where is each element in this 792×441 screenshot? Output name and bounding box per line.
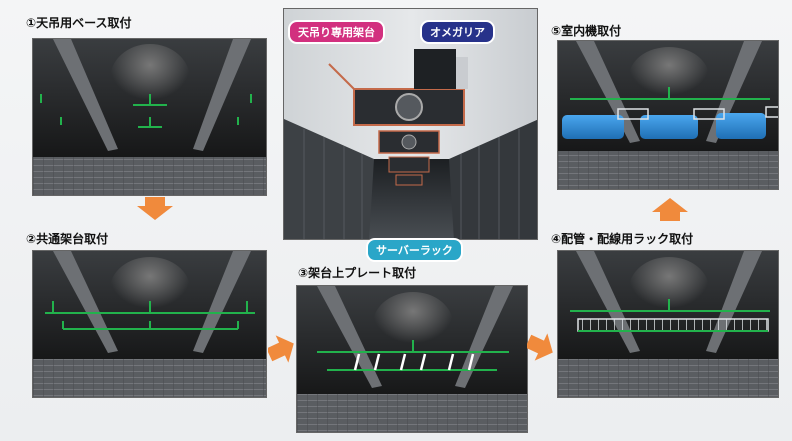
rack-row-right — [449, 119, 537, 239]
cable-rack — [577, 318, 769, 332]
callout-ceiling-frame: 天吊り専用架台 — [288, 20, 385, 44]
step-4-panel — [557, 250, 779, 398]
step-2-panel — [32, 250, 267, 398]
frame — [570, 299, 770, 312]
step-2-label: ②共通架台取付 — [26, 232, 109, 246]
step-3-panel — [296, 285, 528, 433]
callout-omega: オメガリア — [420, 20, 495, 44]
common-frame — [45, 301, 255, 330]
step-5-label: ⑤室内機取付 — [551, 24, 622, 38]
ceiling-light — [110, 44, 190, 114]
callout-server-rack: サーバーラック — [366, 238, 463, 262]
step-1-panel — [32, 38, 267, 196]
step-5-panel — [557, 40, 779, 190]
arrow-down-icon — [137, 197, 173, 220]
step-4-label: ④配管・配線用ラック取付 — [551, 232, 694, 246]
arrow-right-icon — [268, 335, 294, 363]
frame-pointer-line — [328, 63, 355, 90]
arrow-right-icon — [527, 333, 553, 361]
arrow-up-icon — [652, 198, 688, 221]
plates — [353, 353, 475, 371]
indoor-units — [562, 106, 778, 139]
base-mount-frame — [40, 94, 252, 128]
ceiling-beam-right — [193, 39, 251, 151]
ceiling-beam-left — [53, 39, 118, 151]
step-3-label: ③架台上プレート取付 — [298, 266, 417, 280]
step-1-label: ①天吊用ベース取付 — [26, 16, 132, 30]
ceiling-unit-stack — [353, 49, 468, 186]
aisle-floor — [369, 159, 454, 239]
rack-row-left — [284, 119, 374, 239]
center-photo-panel — [283, 8, 538, 240]
server-rack-row — [33, 157, 266, 195]
